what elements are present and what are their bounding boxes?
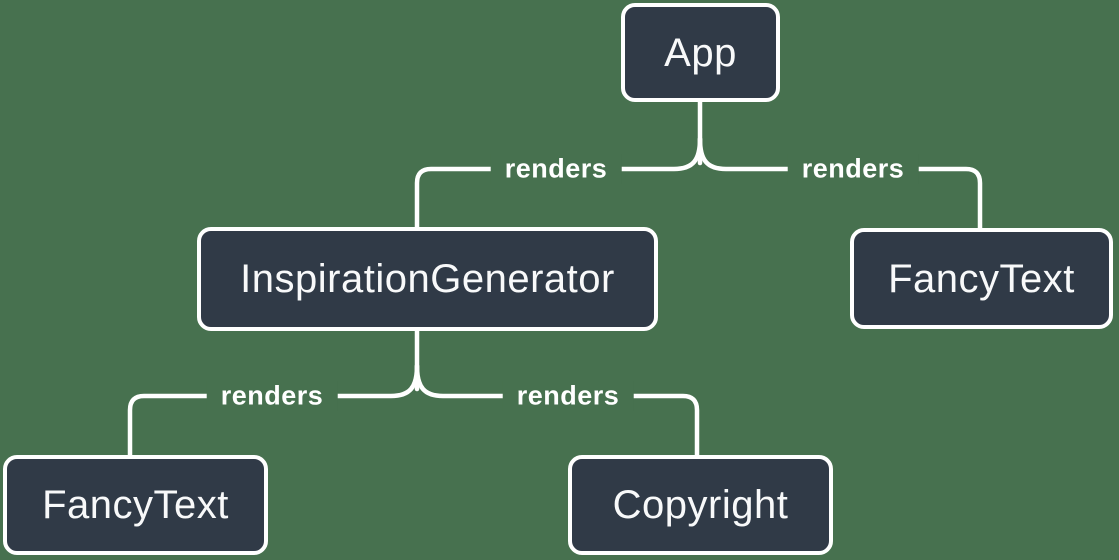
edge-label-renders-app-inspirationgenerator: renders: [490, 153, 622, 185]
node-inspiration-generator: InspirationGenerator: [197, 227, 658, 331]
node-copyright-label: Copyright: [612, 483, 789, 527]
node-app-label: App: [664, 30, 737, 75]
node-fancytext-top-label: FancyText: [888, 256, 1075, 301]
node-inspiration-generator-label: InspirationGenerator: [240, 257, 615, 301]
node-copyright: Copyright: [568, 455, 833, 555]
edge-label-renders-app-fancytext: renders: [787, 153, 919, 185]
node-fancytext-bottom-label: FancyText: [42, 483, 229, 527]
node-app: App: [621, 3, 780, 102]
edge-inspirationgenerator-to-fancytext: [127, 363, 420, 460]
edge-inspirationgenerator-to-copyright: [414, 363, 700, 460]
edge-label-renders-inspirationgenerator-copyright: renders: [502, 380, 634, 412]
node-fancytext-top: FancyText: [850, 228, 1113, 329]
edge-app-to-fancytext: [697, 136, 983, 233]
edge-label-renders-inspirationgenerator-fancytext: renders: [206, 380, 338, 412]
node-fancytext-bottom: FancyText: [3, 455, 268, 555]
edge-app-to-inspirationgenerator: [414, 136, 703, 232]
